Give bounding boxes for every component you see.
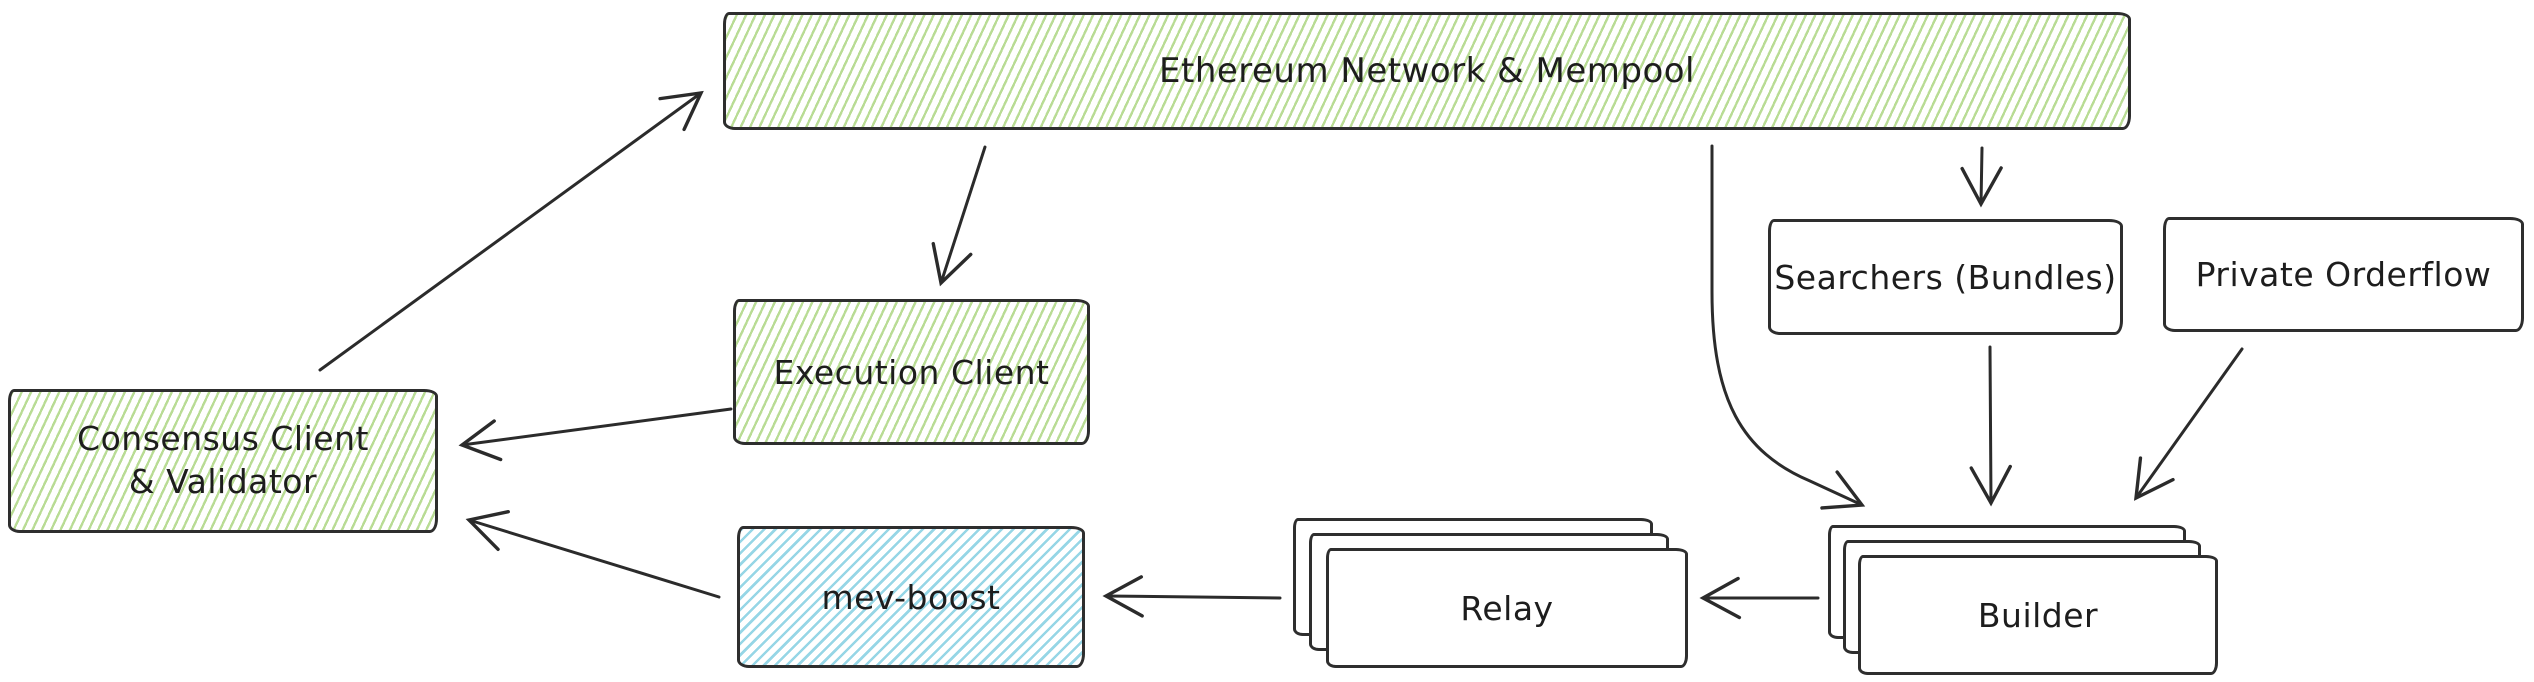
arrow-ethereum-to-searchers xyxy=(1960,146,2003,208)
node-label: Relay xyxy=(1460,588,1554,628)
node-relay: Relay xyxy=(1326,548,1688,668)
node-label-line2: & Validator xyxy=(128,462,318,501)
node-relay-stack: Relay xyxy=(1293,518,1689,670)
arrow-execution-to-consensus xyxy=(458,407,733,462)
arrow-searchers-to-builder xyxy=(1969,345,2012,507)
node-searchers-bundles: Searchers (Bundles) xyxy=(1768,219,2123,335)
arrow-ethereum-to-execution xyxy=(931,145,987,287)
arrow-mevboost-to-consensus xyxy=(465,510,721,599)
node-consensus-client-validator: Consensus Client & Validator xyxy=(8,389,438,533)
node-label: Consensus Client & Validator xyxy=(77,418,369,504)
node-ethereum-network-mempool: Ethereum Network & Mempool xyxy=(723,12,2131,130)
node-label: Ethereum Network & Mempool xyxy=(1159,51,1695,91)
arrow-relay-to-mevboost xyxy=(1102,575,1282,618)
node-mev-boost: mev-boost xyxy=(737,526,1085,668)
arrow-consensus-to-ethereum xyxy=(318,90,704,372)
node-execution-client: Execution Client xyxy=(733,299,1090,445)
node-label-line1: Consensus Client xyxy=(77,419,369,459)
node-label: mev-boost xyxy=(821,577,1001,617)
arrow-orderflow-to-builder xyxy=(2133,347,2244,501)
node-builder: Builder xyxy=(1858,555,2218,675)
node-label: Private Orderflow xyxy=(2195,255,2492,294)
node-private-orderflow: Private Orderflow xyxy=(2163,217,2524,332)
node-builder-stack: Builder xyxy=(1828,525,2220,677)
node-label: Execution Client xyxy=(773,352,1050,392)
node-label: Builder xyxy=(1977,595,2099,635)
node-label: Searchers (Bundles) xyxy=(1774,257,2117,297)
